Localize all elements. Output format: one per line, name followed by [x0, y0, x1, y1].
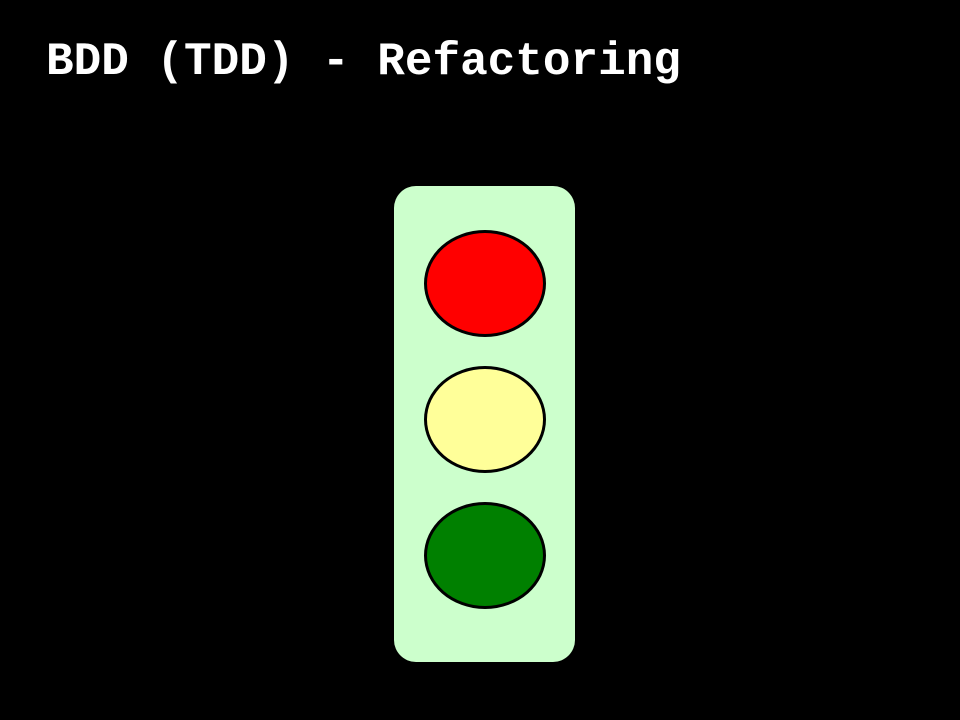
yellow-light [424, 366, 546, 473]
slide-title: BDD (TDD) - Refactoring [46, 36, 681, 88]
red-light [424, 230, 546, 337]
traffic-light-housing [394, 186, 575, 662]
green-light [424, 502, 546, 609]
